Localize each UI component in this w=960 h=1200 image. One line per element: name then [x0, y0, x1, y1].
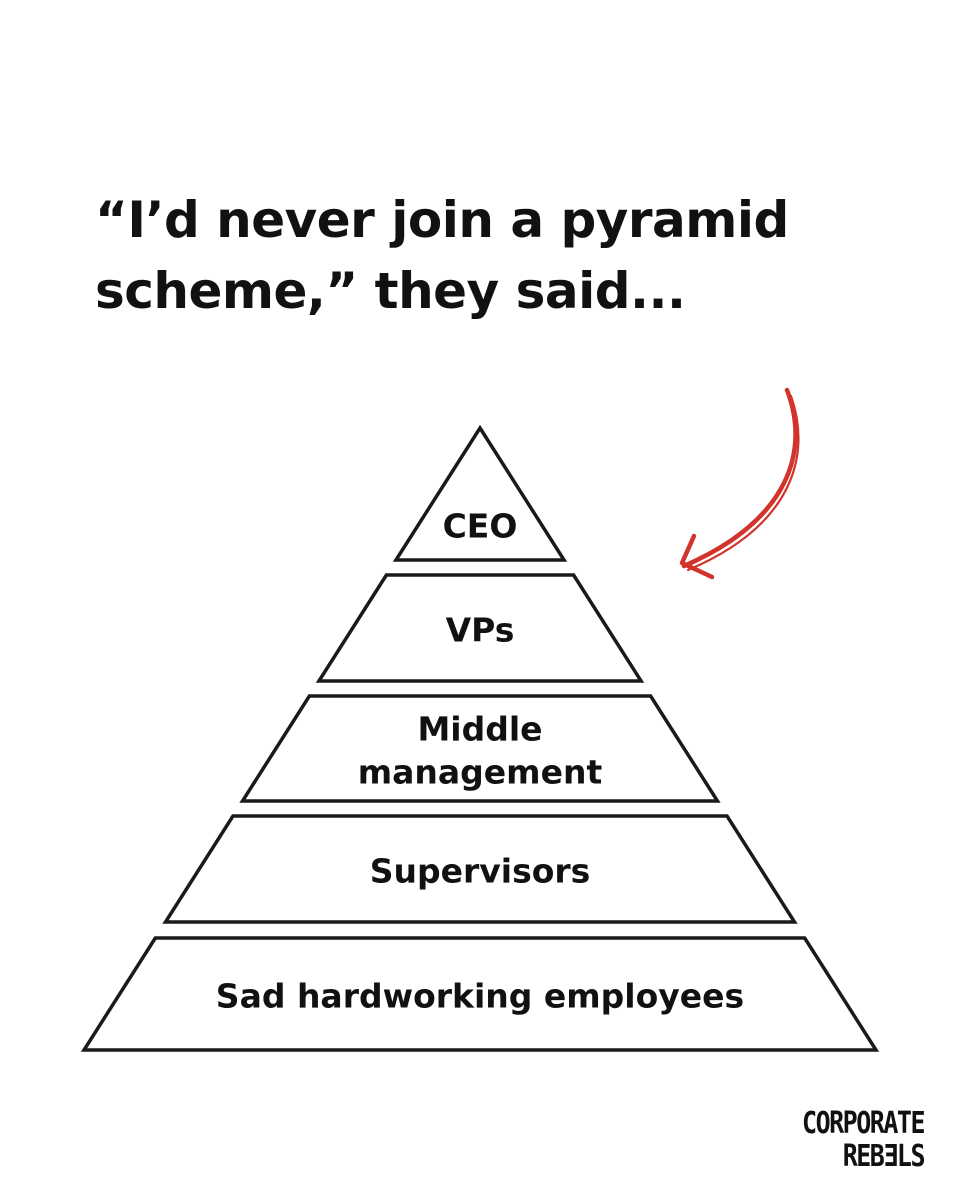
tier-label-middle-management: Middle [417, 710, 542, 749]
headline: “I’d never join a pyramid scheme,” they … [95, 185, 915, 327]
tier-label-ceo: CEO [443, 507, 518, 546]
tier-middle-management [239, 694, 721, 803]
tier-supervisors [162, 814, 798, 924]
tier-label-vps: VPs [446, 611, 515, 650]
tier-vps [315, 573, 645, 683]
tier-employees [80, 936, 880, 1052]
tier-label-employees: Sad hardworking employees [216, 977, 744, 1016]
logo-line-1: CORPORATE [802, 1104, 925, 1141]
arrow-shaft-sketch [686, 394, 800, 572]
curved-arrow-icon [679, 387, 800, 580]
arrow-head [679, 533, 715, 580]
corporate-rebels-logo: CORPORATE REBƎLS [784, 1104, 926, 1174]
headline-line-2: scheme,” they said... [95, 262, 686, 320]
arrow-shaft [681, 387, 798, 569]
tier-label-middle-management: management [358, 753, 603, 792]
headline-line-1: “I’d never join a pyramid [95, 191, 789, 249]
tier-label-supervisors: Supervisors [370, 852, 591, 891]
tier-ceo [392, 424, 568, 562]
logo-line-2: REBƎLS [842, 1137, 926, 1174]
